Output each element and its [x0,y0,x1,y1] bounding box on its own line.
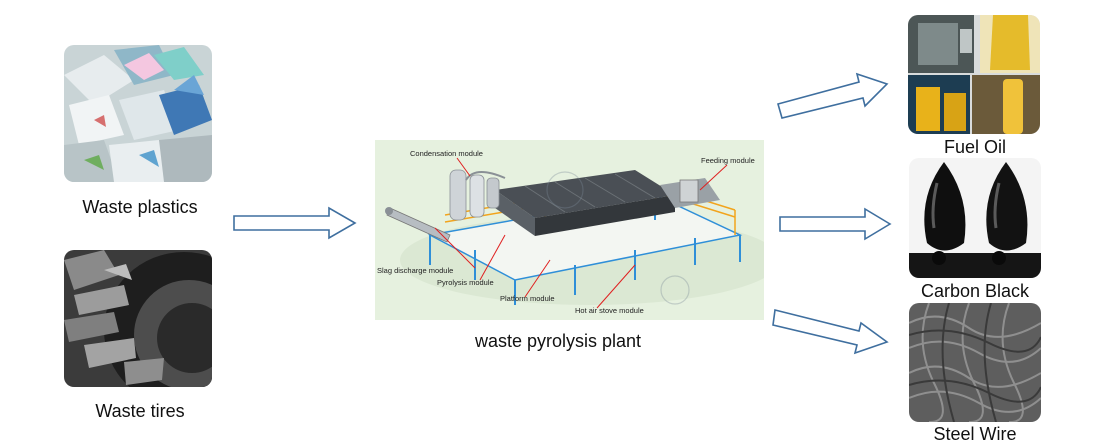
arrow-inputs-to-plant [233,206,357,240]
callout-slag-discharge-module: Slag discharge module [377,266,453,275]
output-label-carbon-black: Carbon Black [920,281,1030,301]
input-label-waste-tires: Waste tires [95,401,185,421]
callout-feeding-module: Feeding module [701,156,755,165]
plant-label: waste pyrolysis plant [474,331,642,351]
arrow-plant-to-fuel-oil [777,72,889,119]
pyrolysis-plant-illustration: Condensation module Feeding module Slag … [375,140,764,320]
steel-wire-photo [909,303,1041,422]
output-label-fuel-oil: Fuel Oil [943,137,1006,157]
callout-hot-air-stove-module: Hot air stove module [575,306,644,315]
waste-tires-photo [64,250,212,387]
arrow-plant-to-steel-wire [772,309,889,355]
output-label-steel-wire: Steel Wire [933,424,1017,444]
callout-condensation-module: Condensation module [410,149,483,158]
fuel-oil-photo [908,15,1040,134]
callout-platform-module: Platform module [500,294,555,303]
callout-pyrolysis-module: Pyrolysis module [437,278,494,287]
input-label-waste-plastics: Waste plastics [82,197,198,217]
carbon-black-photo [909,158,1041,278]
arrow-plant-to-carbon-black [779,207,892,241]
waste-plastics-photo [64,45,212,182]
